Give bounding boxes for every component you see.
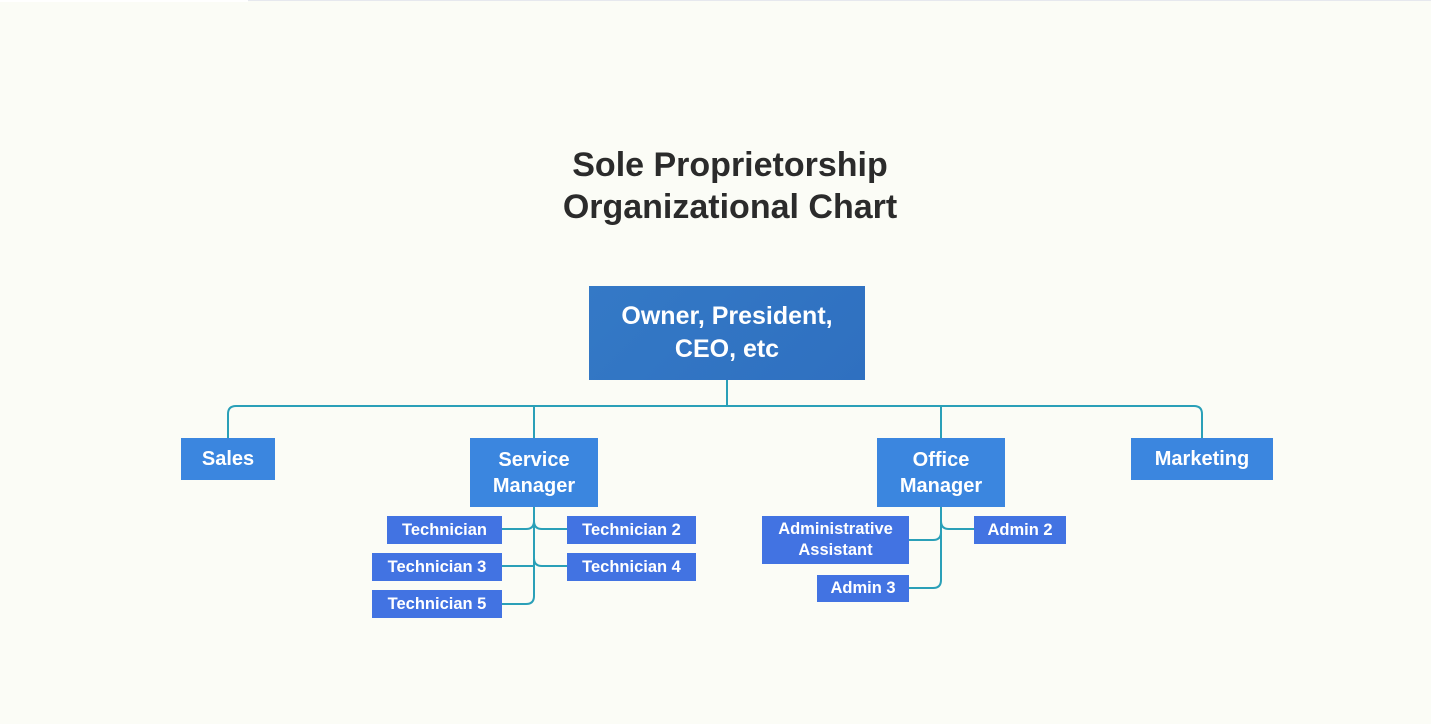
node-technician-5: Technician 5: [372, 590, 502, 618]
top-strip: [0, 0, 248, 2]
node-administrative-assistant-line-1: Administrative: [778, 520, 893, 538]
top-rule: [248, 0, 1431, 1]
node-administrative-assistant: Administrative Assistant: [762, 516, 909, 564]
node-technician-2-label: Technician 2: [582, 520, 681, 539]
node-technician: Technician: [387, 516, 502, 544]
connector-to-technician: [501, 520, 535, 530]
node-sales: Sales: [181, 438, 275, 480]
connector-service-trunk: [501, 506, 535, 605]
node-marketing: Marketing: [1131, 438, 1273, 480]
node-admin-2: Admin 2: [974, 516, 1066, 544]
connector-office-trunk: [908, 506, 942, 589]
node-office-manager: Office Manager: [877, 438, 1005, 507]
node-technician-3-label: Technician 3: [387, 557, 487, 576]
node-admin-3: Admin 3: [817, 575, 909, 602]
connector-to-administrative-assistant: [908, 531, 942, 541]
chart-title-line-1: Sole Proprietorship: [572, 146, 888, 184]
node-sales-label: Sales: [201, 448, 255, 470]
node-technician-label: Technician: [402, 520, 487, 539]
node-technician-2: Technician 2: [567, 516, 696, 544]
node-service-manager-line-2: Manager: [492, 474, 576, 497]
node-marketing-label: Marketing: [1154, 448, 1250, 470]
node-admin-3-label: Admin 3: [830, 579, 896, 597]
node-service-manager-line-1: Service: [498, 448, 570, 471]
connector-to-technician-4: [533, 557, 568, 567]
node-owner-line-2: CEO, etc: [674, 335, 780, 363]
node-technician-4: Technician 4: [567, 553, 696, 581]
node-admin-2-label: Admin 2: [987, 520, 1053, 539]
node-office-manager-line-2: Manager: [899, 474, 983, 497]
node-office-manager-line-1: Office: [912, 448, 970, 471]
connector-to-technician-2: [533, 520, 568, 530]
node-technician-4-label: Technician 4: [582, 557, 681, 576]
node-service-manager: Service Manager: [470, 438, 598, 507]
chart-title-line-2: Organizational Chart: [562, 188, 898, 226]
chart-title: Sole Proprietorship Organizational Chart: [430, 144, 1030, 228]
node-owner-line-1: Owner, President,: [621, 302, 833, 330]
connector-to-admin-2: [940, 520, 975, 530]
connector-department-bus: [227, 405, 1203, 439]
node-technician-3: Technician 3: [372, 553, 502, 581]
node-technician-5-label: Technician 5: [387, 594, 487, 613]
node-owner: Owner, President, CEO, etc: [589, 286, 865, 380]
node-administrative-assistant-line-2: Assistant: [798, 541, 873, 559]
